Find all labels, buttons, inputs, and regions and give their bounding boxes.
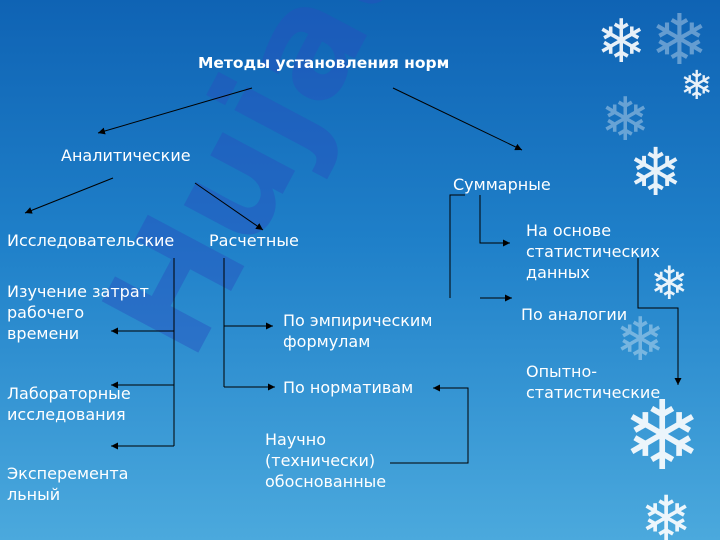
diagram-title: Методы установления норм — [198, 54, 450, 72]
calc-item-scientific: Научно (технически) обоснованные — [265, 430, 387, 491]
snowflake-icon: ❄ — [650, 0, 709, 81]
research-item-time-study: Изучение затрат рабочего времени — [7, 282, 149, 343]
calculated-label: Расчетные — [209, 231, 299, 250]
calc-item-normative: По нормативам — [283, 378, 414, 397]
summary-item-analogy: По аналогии — [521, 305, 628, 324]
summary-item-experimental-statistical: Опытно- статистические — [526, 362, 661, 402]
research-item-experimental: Эксперемента льный — [7, 464, 129, 504]
snowflake-icon: ❄ — [600, 85, 651, 155]
snowflake-icon: ❄ — [615, 305, 666, 375]
snowflake-icon: ❄ — [680, 63, 714, 109]
snowflake-icon: ❄ — [640, 482, 692, 540]
research-item-laboratory: Лабораторные исследования — [7, 384, 131, 424]
summary-label: Суммарные — [453, 175, 551, 194]
calc-item-empirical: По эмпирическим формулам — [283, 311, 433, 351]
analytical-label: Аналитические — [61, 146, 191, 165]
snowflake-icon: ❄ — [622, 380, 703, 492]
snowflake-icon: ❄ — [596, 7, 647, 77]
summary-item-statistical: На основе статистических данных — [526, 221, 660, 282]
snowflake-icon: ❄ — [628, 134, 684, 211]
snowflake-icon: ❄ — [650, 256, 689, 310]
research-label: Исследовательские — [7, 231, 175, 250]
